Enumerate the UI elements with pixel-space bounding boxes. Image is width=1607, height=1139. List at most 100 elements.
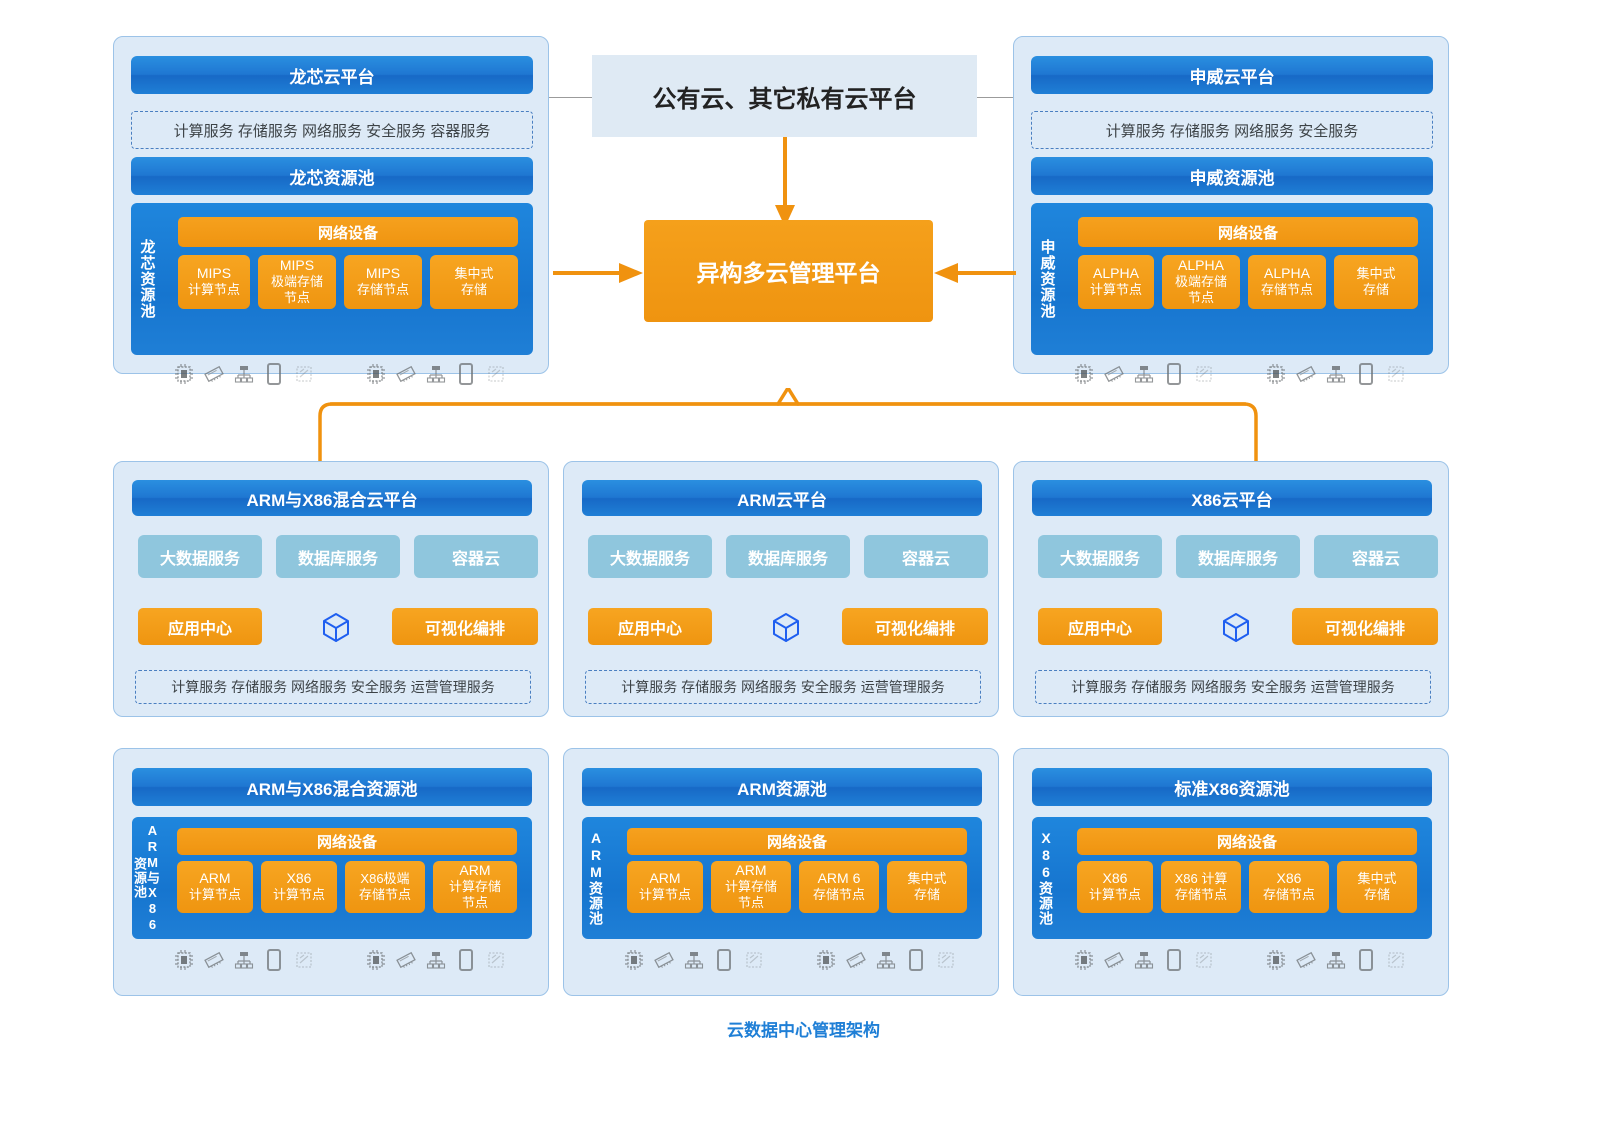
loongson-node-0: MIPS 计算节点	[178, 255, 250, 309]
cpu-chip-icon	[366, 363, 386, 390]
pool-1-node-3: 集中式 存储	[887, 861, 967, 913]
cloud-platform-title-2: X86云平台	[1032, 480, 1432, 516]
switch-icon	[744, 949, 764, 976]
node-line2: 计算节点	[638, 887, 691, 902]
node-line2: 计算存储	[724, 879, 777, 895]
loongson-services: 计算服务 存储服务 网络服务 安全服务 容器服务	[131, 111, 533, 149]
loongson-pool-vertical-label: 龙芯资源池	[138, 239, 156, 319]
network-topology-icon	[426, 949, 446, 976]
app-center-button-2[interactable]: 应用中心	[1038, 608, 1162, 645]
loongson-node-3: 集中式 存储	[430, 255, 518, 309]
device-icon-group	[1074, 362, 1214, 391]
node-line2: 计算节点	[1088, 887, 1141, 902]
cpu-chip-icon	[366, 949, 386, 976]
services-text: 计算服务 存储服务 网络服务 安全服务 运营管理服务	[621, 679, 945, 695]
switch-icon	[936, 949, 956, 976]
node-line1: ARM	[199, 870, 231, 887]
network-topology-icon	[1134, 949, 1154, 976]
node-line1: X86	[1276, 870, 1302, 887]
panel-sunway: 申威云平台 计算服务 存储服务 网络服务 安全服务 申威资源池 申威资源池 网络…	[1013, 36, 1449, 385]
network-topology-icon	[1134, 363, 1154, 390]
cpu-chip-icon	[1074, 949, 1094, 976]
pool-2-node-1: X86 计算 存储节点	[1161, 861, 1241, 913]
resource-pool-network-device-2: 网络设备	[1077, 828, 1417, 855]
memory-stick-icon	[1104, 363, 1124, 390]
node-line1: 集中式	[1356, 266, 1396, 282]
cube-icon	[316, 608, 356, 645]
node-line1: MIPS	[196, 265, 232, 282]
node-line1: X86	[1102, 870, 1128, 887]
cloud-platform-services-1: 计算服务 存储服务 网络服务 安全服务 运营管理服务	[585, 670, 981, 704]
visual-orchestration-button-2[interactable]: 可视化编排	[1292, 608, 1438, 645]
node-line2: 存储节点	[1174, 887, 1227, 902]
panel-resource-pool-arm-x86-hybrid: ARM与X86混合资源池 ARM与X86资源池 网络设备 ARM 计算节点 X8…	[113, 748, 549, 996]
node-line2: 存储	[460, 282, 487, 297]
node-line1: ARM 6	[817, 870, 861, 887]
device-icon-group	[174, 948, 314, 977]
resource-pool-box-0: ARM与X86资源池 网络设备 ARM 计算节点 X86 计算节点 X86极端 …	[132, 817, 532, 939]
visual-orchestration-button-0[interactable]: 可视化编排	[392, 608, 538, 645]
cpu-chip-icon	[816, 949, 836, 976]
sunway-node-2: ALPHA 存储节点	[1248, 255, 1326, 309]
sunway-node-3: 集中式 存储	[1334, 255, 1418, 309]
cloud-chip-0-1[interactable]: 数据库服务	[276, 535, 400, 578]
pool-1-node-1: ARM 计算存储 节点	[711, 861, 791, 913]
cloud-chip-2-2[interactable]: 容器云	[1314, 535, 1438, 578]
resource-pool-box-1: ARM资源池 网络设备 ARM 计算节点 ARM 计算存储 节点 ARM 6 存…	[582, 817, 982, 939]
switch-icon	[294, 949, 314, 976]
app-center-button-1[interactable]: 应用中心	[588, 608, 712, 645]
cloud-chip-2-1[interactable]: 数据库服务	[1176, 535, 1300, 578]
node-line2: 计算节点	[272, 887, 325, 902]
cloud-platform-title-0: ARM与X86混合云平台	[132, 480, 532, 516]
disk-array-icon	[456, 948, 476, 977]
cloud-chip-2-0[interactable]: 大数据服务	[1038, 535, 1162, 578]
node-line1: 集中式	[907, 871, 947, 887]
memory-stick-icon	[1296, 949, 1316, 976]
hetero-cloud-management-platform: 异构多云管理平台	[644, 220, 933, 322]
arrow-sunway-to-platform	[934, 263, 1016, 283]
pool-0-node-2: X86极端 存储节点	[345, 861, 425, 913]
memory-stick-icon	[204, 949, 224, 976]
device-icon-group	[1266, 362, 1406, 391]
network-topology-icon	[234, 949, 254, 976]
cloud-chip-1-2[interactable]: 容器云	[864, 535, 988, 578]
panel-resource-pool-x86: 标准X86资源池 X86资源池 网络设备 X86 计算节点 X86 计算 存储节…	[1013, 748, 1449, 996]
disk-array-icon	[456, 362, 476, 391]
disk-array-icon	[264, 362, 284, 391]
visual-orchestration-button-1[interactable]: 可视化编排	[842, 608, 988, 645]
pool-0-node-0: ARM 计算节点	[177, 861, 253, 913]
panel-resource-pool-arm: ARM资源池 ARM资源池 网络设备 ARM 计算节点 ARM 计算存储 节点 …	[563, 748, 999, 996]
node-line2: 存储节点	[812, 887, 865, 902]
disk-array-icon	[1356, 362, 1376, 391]
node-line1: 集中式	[454, 266, 494, 282]
node-line1: ALPHA	[1264, 265, 1310, 282]
resource-pool-title-1: ARM资源池	[582, 768, 982, 806]
cloud-chip-1-1[interactable]: 数据库服务	[726, 535, 850, 578]
switch-icon	[1194, 949, 1214, 976]
cloud-platform-services-2: 计算服务 存储服务 网络服务 安全服务 运营管理服务	[1035, 670, 1431, 704]
node-line2: 存储	[1362, 282, 1389, 297]
memory-stick-icon	[1296, 363, 1316, 390]
cpu-chip-icon	[624, 949, 644, 976]
node-line3: 节点	[461, 894, 488, 910]
cloud-chip-0-2[interactable]: 容器云	[414, 535, 538, 578]
loongson-pool-box: 龙芯资源池 网络设备 MIPS 计算节点 MIPS 极端存储 节点 MIPS 存…	[131, 203, 533, 355]
cloud-chip-1-0[interactable]: 大数据服务	[588, 535, 712, 578]
switch-icon	[486, 949, 506, 976]
network-topology-icon	[876, 949, 896, 976]
loongson-services-text: 计算服务 存储服务 网络服务 安全服务 容器服务	[173, 122, 491, 140]
node-line2: 存储	[1363, 887, 1390, 902]
diagram-caption: 云数据中心管理架构	[727, 1021, 880, 1040]
memory-stick-icon	[846, 949, 866, 976]
device-icon-group	[624, 948, 764, 977]
sunway-pool-title: 申威资源池	[1031, 157, 1433, 195]
panel-cloud-platform-x86: X86云平台 大数据服务 数据库服务 容器云 应用中心 可视化编排 计算服务 存…	[1013, 461, 1449, 717]
cloud-chip-0-0[interactable]: 大数据服务	[138, 535, 262, 578]
resource-pool-title-0: ARM与X86混合资源池	[132, 768, 532, 806]
network-topology-icon	[684, 949, 704, 976]
switch-icon	[486, 363, 506, 390]
disk-array-icon	[264, 948, 284, 977]
arrow-loongson-to-platform	[553, 263, 643, 283]
pool-0-node-1: X86 计算节点	[261, 861, 337, 913]
app-center-button-0[interactable]: 应用中心	[138, 608, 262, 645]
